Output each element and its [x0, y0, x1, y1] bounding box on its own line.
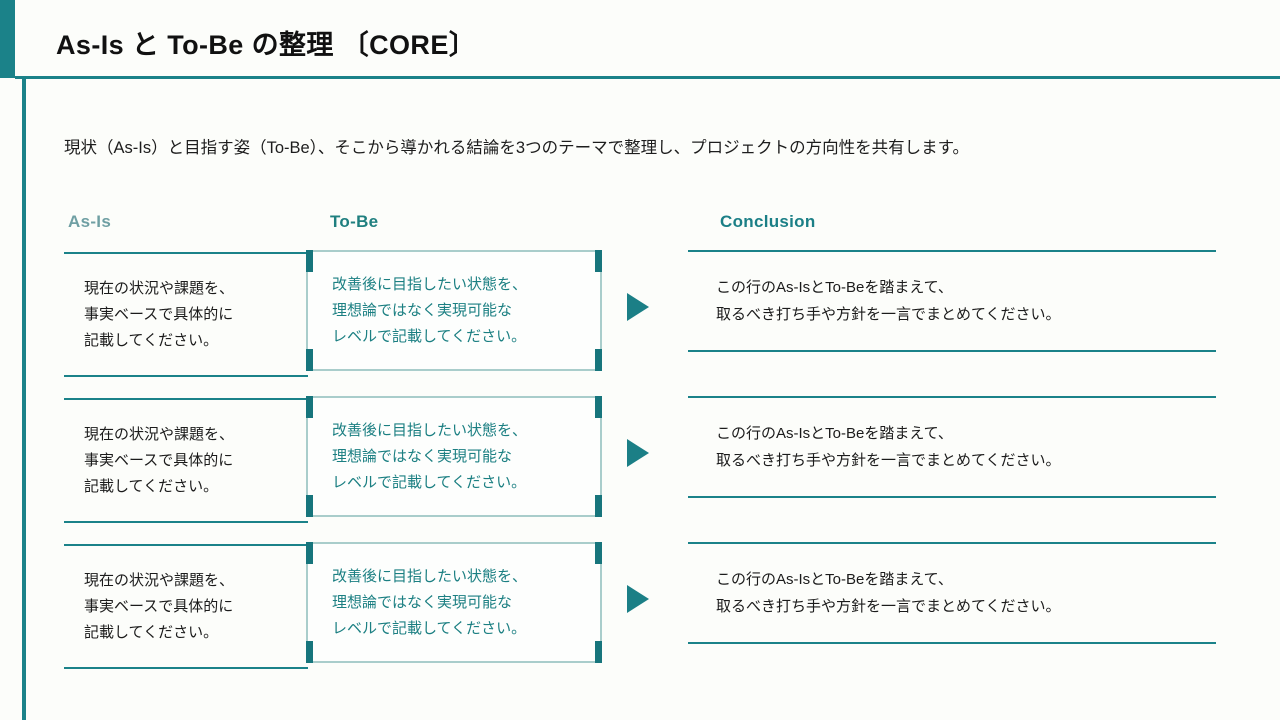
corner-bracket-icon [595, 349, 602, 372]
corner-bracket-icon [306, 641, 313, 664]
as-is-cell[interactable]: 現在の状況や課題を、 事実ベースで具体的に 記載してください。 [64, 398, 308, 524]
header-divider-rule [15, 76, 1280, 79]
triangle-right-icon [627, 293, 649, 321]
conclusion-text: この行のAs-IsとTo-Beを踏まえて、 取るべき打ち手や方針を一言でまとめて… [716, 425, 1061, 469]
as-is-text: 現在の状況や課題を、 事実ベースで具体的に 記載してください。 [84, 426, 235, 495]
column-header-conclusion: Conclusion [720, 212, 816, 231]
conclusion-cell[interactable]: この行のAs-IsとTo-Beを踏まえて、 取るべき打ち手や方針を一言でまとめて… [688, 250, 1216, 352]
page-title: As-Is と To-Be の整理 〔CORE〕 [56, 30, 477, 60]
conclusion-text: この行のAs-IsとTo-Beを踏まえて、 取るべき打ち手や方針を一言でまとめて… [716, 279, 1061, 323]
lead-paragraph: 現状（As-Is）と目指す姿（To-Be）、そこから導かれる結論を3つのテーマで… [64, 139, 969, 157]
to-be-text: 改善後に目指したい状態を、 理想論ではなく実現可能な レベルで記載してください。 [332, 276, 528, 345]
as-is-cell[interactable]: 現在の状況や課題を、 事実ベースで具体的に 記載してください。 [64, 544, 308, 670]
to-be-text: 改善後に目指したい状態を、 理想論ではなく実現可能な レベルで記載してください。 [332, 568, 528, 637]
corner-bracket-icon [595, 250, 602, 272]
corner-bracket-icon [595, 396, 602, 418]
as-is-text: 現在の状況や課題を、 事実ベースで具体的に 記載してください。 [84, 572, 235, 641]
to-be-cell[interactable]: 改善後に目指したい状態を、 理想論ではなく実現可能な レベルで記載してください。 [306, 250, 602, 372]
conclusion-cell[interactable]: この行のAs-IsとTo-Beを踏まえて、 取るべき打ち手や方針を一言でまとめて… [688, 542, 1216, 644]
to-be-cell[interactable]: 改善後に目指したい状態を、 理想論ではなく実現可能な レベルで記載してください。 [306, 396, 602, 518]
corner-bracket-icon [306, 349, 313, 372]
corner-bracket-icon [306, 250, 313, 272]
as-is-text: 現在の状況や課題を、 事実ベースで具体的に 記載してください。 [84, 280, 235, 349]
column-header-as-is: As-Is [68, 212, 112, 231]
corner-bracket-icon [306, 396, 313, 418]
column-header-to-be: To-Be [330, 212, 379, 231]
left-accent-rail [22, 78, 26, 720]
corner-bracket-icon [595, 542, 602, 564]
header-accent-block [0, 0, 15, 78]
corner-bracket-icon [595, 495, 602, 518]
corner-bracket-icon [306, 495, 313, 518]
triangle-right-icon [627, 585, 649, 613]
corner-bracket-icon [306, 542, 313, 564]
to-be-text: 改善後に目指したい状態を、 理想論ではなく実現可能な レベルで記載してください。 [332, 422, 528, 491]
triangle-right-icon [627, 439, 649, 467]
to-be-cell[interactable]: 改善後に目指したい状態を、 理想論ではなく実現可能な レベルで記載してください。 [306, 542, 602, 664]
conclusion-text: この行のAs-IsとTo-Beを踏まえて、 取るべき打ち手や方針を一言でまとめて… [716, 571, 1061, 615]
corner-bracket-icon [595, 641, 602, 664]
as-is-cell[interactable]: 現在の状況や課題を、 事実ベースで具体的に 記載してください。 [64, 252, 308, 378]
conclusion-cell[interactable]: この行のAs-IsとTo-Beを踏まえて、 取るべき打ち手や方針を一言でまとめて… [688, 396, 1216, 498]
